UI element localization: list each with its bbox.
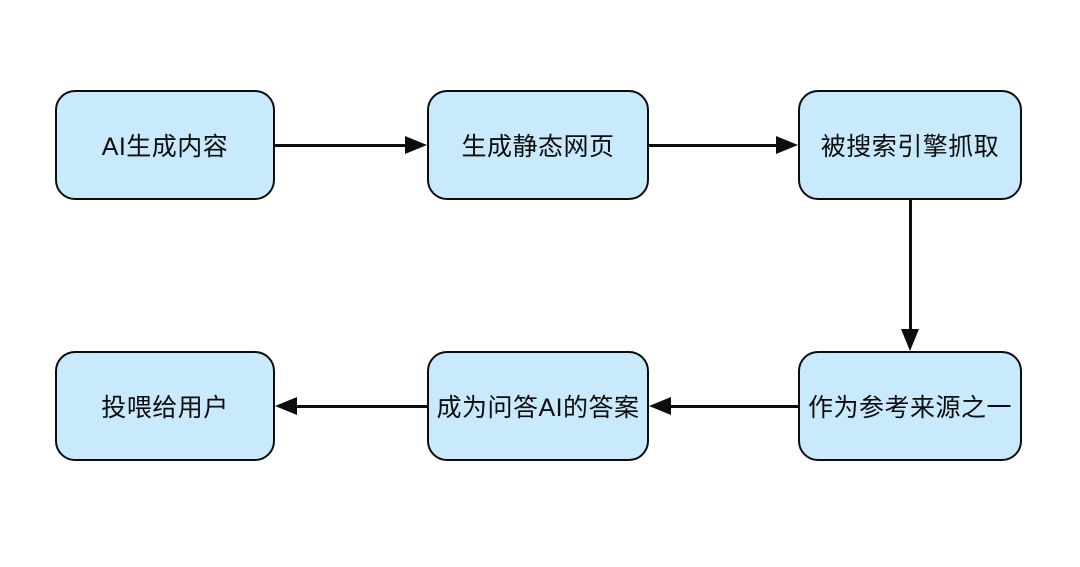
arrow-head-right: [776, 136, 798, 154]
flow-node-becomes-qa-ai-answer: 成为问答AI的答案: [427, 351, 649, 461]
arrow-shaft: [291, 404, 427, 408]
arrow-shaft: [665, 404, 798, 408]
flow-node-ai-generated-content: AI生成内容: [55, 90, 275, 200]
arrow-head-down: [901, 329, 919, 351]
node-label-used-as-reference-source: 作为参考来源之一: [807, 394, 1012, 422]
arrow-head-left: [649, 397, 671, 415]
arrow-shaft: [649, 143, 782, 147]
node-label-crawled-by-search-engine: 被搜索引擎抓取: [820, 133, 1000, 161]
flow-node-used-as-reference-source: 作为参考来源之一: [798, 351, 1022, 461]
arrow-qa-answer-to-users: [275, 397, 427, 415]
node-label-becomes-qa-ai-answer: 成为问答AI的答案: [436, 394, 640, 422]
node-label-ai-generated-content: AI生成内容: [101, 133, 229, 161]
arrow-search-engine-to-reference-source: [901, 200, 919, 351]
node-label-fed-to-users: 投喂给用户: [101, 394, 229, 422]
node-label-generate-static-page: 生成静态网页: [461, 133, 615, 161]
arrow-static-page-to-search-engine: [649, 136, 798, 154]
arrow-head-right: [405, 136, 427, 154]
arrow-shaft: [908, 200, 912, 335]
arrow-reference-source-to-qa-answer: [649, 397, 798, 415]
flow-node-crawled-by-search-engine: 被搜索引擎抓取: [798, 90, 1022, 200]
arrow-ai-content-to-static-page: [275, 136, 427, 154]
flow-node-fed-to-users: 投喂给用户: [55, 351, 275, 461]
arrow-head-left: [275, 397, 297, 415]
flow-node-generate-static-page: 生成静态网页: [427, 90, 649, 200]
arrow-shaft: [275, 143, 411, 147]
